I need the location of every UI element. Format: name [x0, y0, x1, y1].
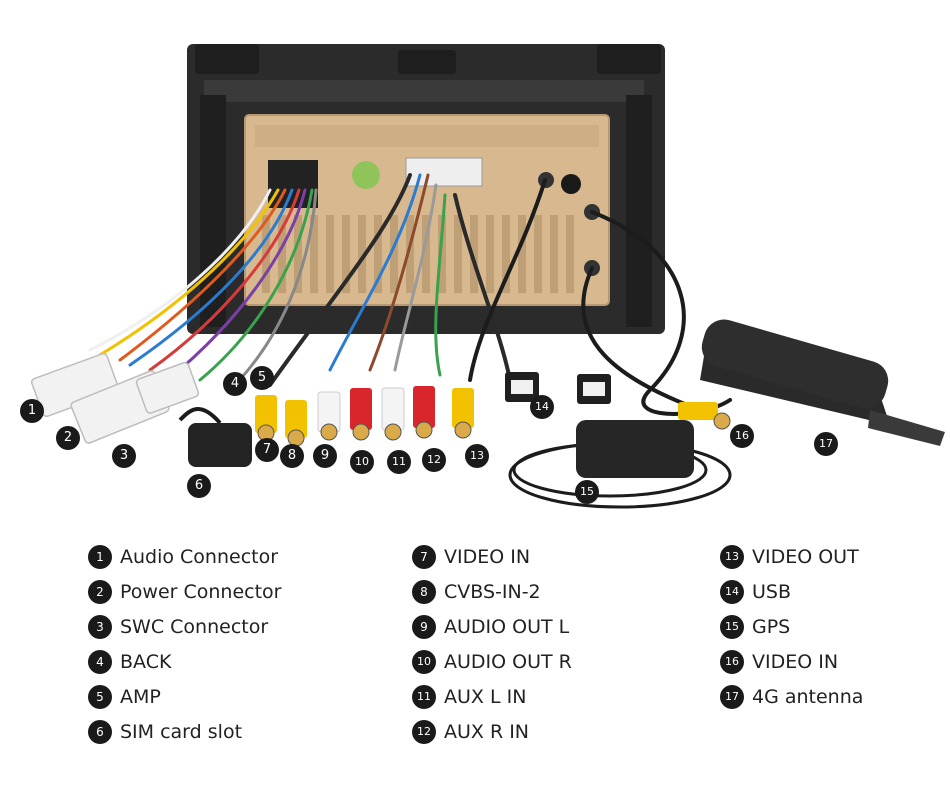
legend-label: USB	[752, 581, 792, 603]
legend-item: 12 AUX R IN	[412, 720, 572, 744]
callout-badge-1: 1	[20, 399, 44, 423]
legend-number-badge: 13	[720, 545, 744, 569]
callout-badge-2: 2	[56, 426, 80, 450]
callout-badge-15: 15	[575, 480, 599, 504]
legend-item: 6 SIM card slot	[88, 720, 281, 744]
legend-label: Power Connector	[120, 581, 282, 603]
legend-item: 13 VIDEO OUT	[720, 545, 863, 569]
legend-label: 4G antenna	[752, 686, 864, 708]
gps-antenna	[508, 420, 732, 509]
legend-item: 16 VIDEO IN	[720, 650, 863, 674]
legend-label: GPS	[752, 616, 791, 638]
legend-item: 2 Power Connector	[88, 580, 281, 604]
legend-label: BACK	[120, 651, 172, 673]
callout-badge-4: 4	[223, 372, 247, 396]
legend-item: 3 SWC Connector	[88, 615, 281, 639]
metal-back-panel	[244, 114, 610, 306]
legend-number-badge: 1	[88, 545, 112, 569]
legend-label: AMP	[120, 686, 161, 708]
legend-item: 8 CVBS-IN-2	[412, 580, 572, 604]
legend-item: 5 AMP	[88, 685, 281, 709]
wiring-harness	[88, 173, 732, 416]
callout-badge-12: 12	[422, 448, 446, 472]
legend-item: 7 VIDEO IN	[412, 545, 572, 569]
legend-label: Audio Connector	[120, 546, 279, 568]
4g-antenna	[700, 319, 945, 446]
legend-column-3: 13 VIDEO OUT 14 USB 15 GPS 16 VIDEO IN 1…	[720, 545, 863, 709]
legend-column-1: 1 Audio Connector 2 Power Connector 3 SW…	[88, 545, 281, 744]
callout-badge-14: 14	[530, 395, 554, 419]
callout-badge-13: 13	[465, 444, 489, 468]
callout-badge-9: 9	[313, 444, 337, 468]
legend-item: 1 Audio Connector	[88, 545, 281, 569]
legend-number-badge: 16	[720, 650, 744, 674]
legend-number-badge: 7	[412, 545, 436, 569]
legend-label: VIDEO OUT	[752, 546, 859, 568]
legend-number-badge: 17	[720, 685, 744, 709]
callout-badge-5: 5	[250, 366, 274, 390]
legend-number-badge: 15	[720, 615, 744, 639]
legend-label: AUX R IN	[444, 721, 530, 743]
rca-plugs	[255, 386, 731, 447]
callout-badge-7: 7	[255, 438, 279, 462]
legend-number-badge: 4	[88, 650, 112, 674]
callout-badge-6: 6	[187, 474, 211, 498]
legend-label: AUDIO OUT L	[444, 616, 570, 638]
legend-item: 11 AUX L IN	[412, 685, 572, 709]
legend-number-badge: 3	[88, 615, 112, 639]
legend-label: VIDEO IN	[752, 651, 839, 673]
legend-number-badge: 6	[88, 720, 112, 744]
legend-label: AUX L IN	[444, 686, 527, 708]
legend-number-badge: 12	[412, 720, 436, 744]
legend-number-badge: 5	[88, 685, 112, 709]
callout-badge-11: 11	[387, 450, 411, 474]
legend-item: 17 4G antenna	[720, 685, 863, 709]
legend-item: 15 GPS	[720, 615, 863, 639]
callout-badge-3: 3	[112, 444, 136, 468]
legend-number-badge: 11	[412, 685, 436, 709]
legend-number-badge: 9	[412, 615, 436, 639]
legend-label: VIDEO IN	[444, 546, 531, 568]
callout-badge-17: 17	[814, 432, 838, 456]
legend-label: CVBS-IN-2	[444, 581, 541, 603]
legend-column-2: 7 VIDEO IN 8 CVBS-IN-2 9 AUDIO OUT L 10 …	[412, 545, 572, 744]
callout-badge-16: 16	[730, 424, 754, 448]
legend-number-badge: 14	[720, 580, 744, 604]
legend-item: 4 BACK	[88, 650, 281, 674]
legend-label: SIM card slot	[120, 721, 243, 743]
legend-label: AUDIO OUT R	[444, 651, 572, 673]
legend-item: 9 AUDIO OUT L	[412, 615, 572, 639]
legend-item: 10 AUDIO OUT R	[412, 650, 572, 674]
legend-number-badge: 2	[88, 580, 112, 604]
legend-item: 14 USB	[720, 580, 863, 604]
sim-card-module	[178, 407, 252, 467]
head-unit-photo	[30, 44, 945, 509]
legend-number-badge: 10	[412, 650, 436, 674]
white-plug-connectors	[30, 352, 200, 444]
legend-number-badge: 8	[412, 580, 436, 604]
callout-badge-10: 10	[350, 450, 374, 474]
usb-plugs	[505, 372, 611, 404]
callout-badge-8: 8	[280, 444, 304, 468]
legend-label: SWC Connector	[120, 616, 269, 638]
